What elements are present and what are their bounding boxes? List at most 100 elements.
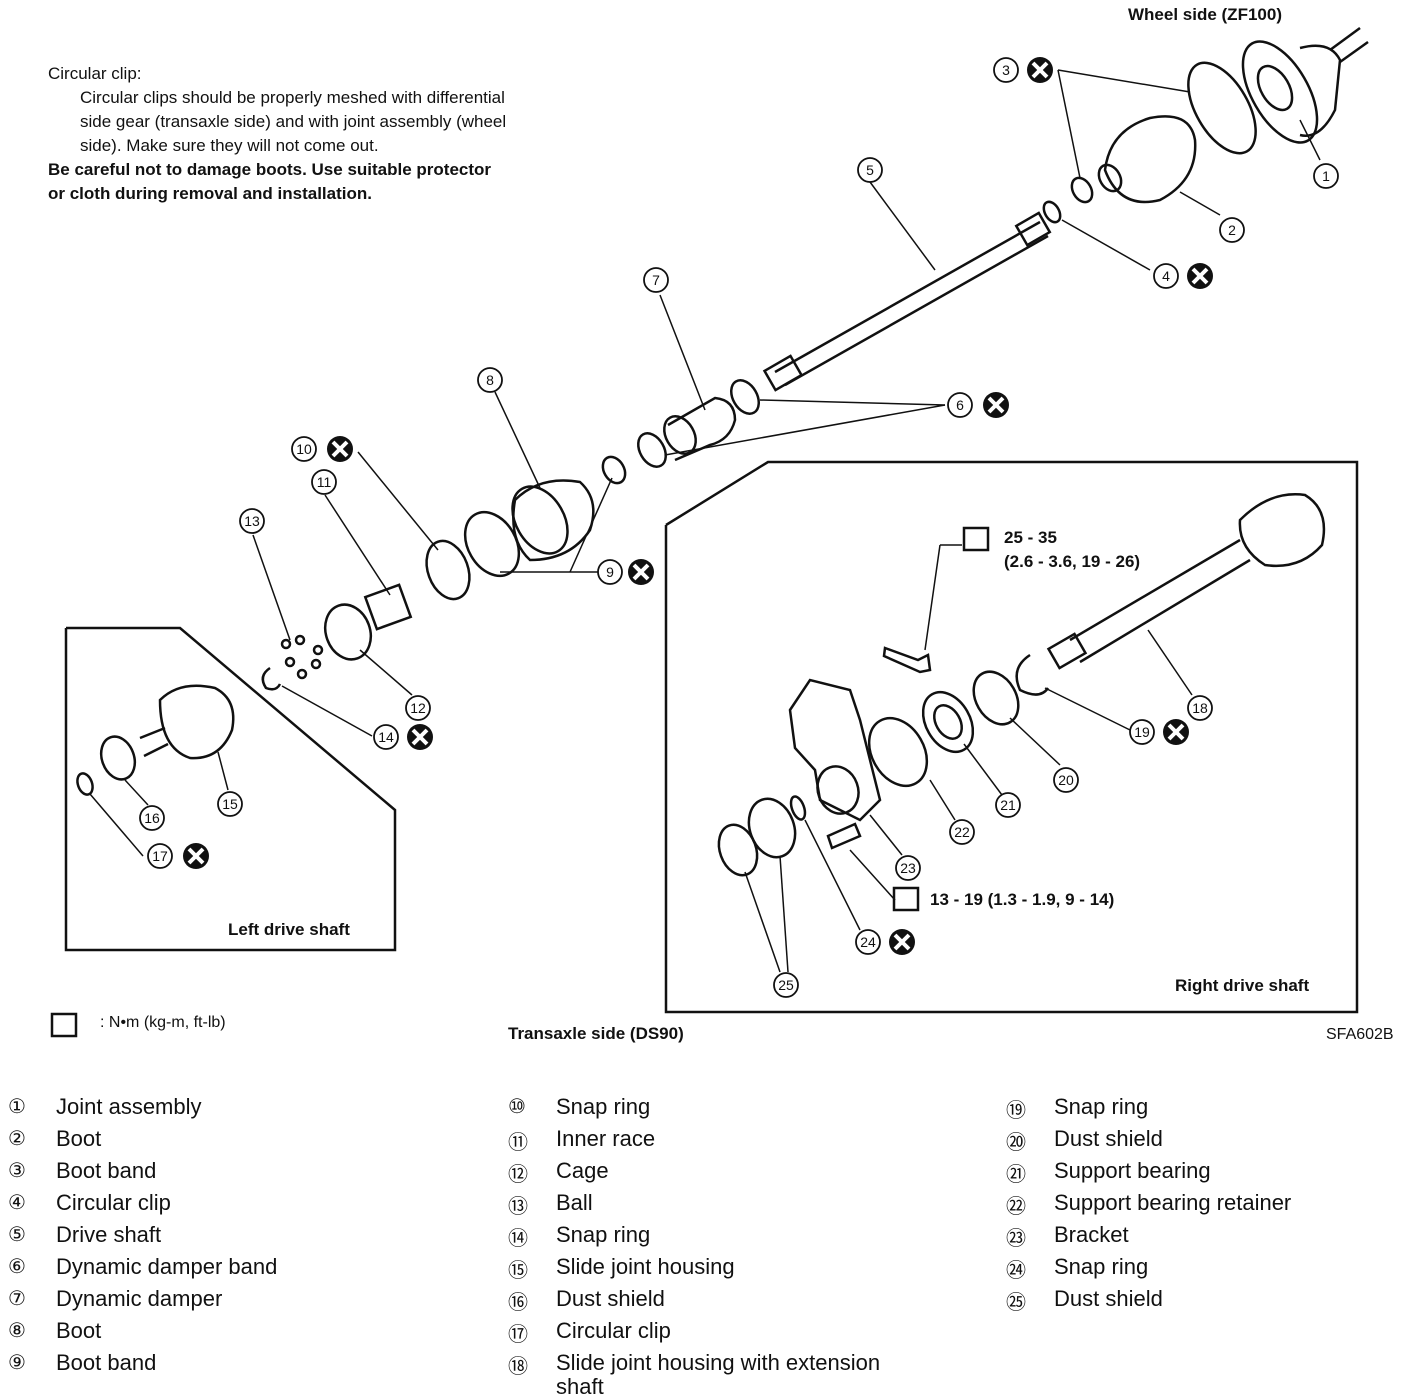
right-shaft-box xyxy=(664,460,1359,1014)
svg-text:10: 10 xyxy=(296,441,312,457)
legend-label: Dust shield xyxy=(556,1286,665,1311)
legend-label: Ball xyxy=(556,1190,593,1215)
drive-shaft-part xyxy=(762,211,1052,392)
callout-2: 2 xyxy=(1219,217,1245,243)
legend-label: Support bearing retainer xyxy=(1054,1190,1292,1215)
callout-5: 5 xyxy=(857,157,883,183)
replace-part-icon xyxy=(1163,719,1189,745)
replace-marker-group xyxy=(183,57,1213,955)
warning-line-2: or cloth during removal and installation… xyxy=(48,184,372,203)
boot-band-3-part xyxy=(1187,61,1257,155)
callout-3: 3 xyxy=(993,57,1019,83)
bracket-part xyxy=(788,678,882,822)
support-bearing-part xyxy=(921,690,975,754)
replace-part-icon xyxy=(327,436,353,462)
legend-number: ③ xyxy=(8,1160,26,1182)
replace-part-icon xyxy=(983,392,1009,418)
left-shaft-label: Left drive shaft xyxy=(228,920,350,939)
dust-shield-16-part xyxy=(99,735,137,781)
replace-part-icon xyxy=(1027,57,1053,83)
circular-clip-4-part xyxy=(1042,200,1062,224)
legend-number: ⑱ xyxy=(508,1356,528,1378)
svg-text:24: 24 xyxy=(860,934,876,950)
legend-number: ⑯ xyxy=(508,1292,528,1314)
legend-label: Slide joint housing xyxy=(556,1254,735,1279)
callout-21: 21 xyxy=(995,792,1021,818)
legend-label: Snap ring xyxy=(1054,1254,1149,1279)
svg-text:3: 3 xyxy=(1002,62,1010,78)
callout-25: 25 xyxy=(773,972,799,998)
callout-18: 18 xyxy=(1187,695,1213,721)
torque-upper-line1: 25 - 35 xyxy=(1004,528,1057,547)
snap-ring-14-part xyxy=(261,666,282,691)
replace-part-icon xyxy=(628,559,654,585)
circular-clip-note: Circular clip: Circular clips should be … xyxy=(48,62,640,206)
svg-text:8: 8 xyxy=(486,372,494,388)
bearing-retainer-part xyxy=(867,716,929,788)
svg-text:9: 9 xyxy=(606,564,614,580)
torque-icon-upper xyxy=(962,526,990,552)
figure-code: SFA602B xyxy=(1326,1026,1394,1043)
cage-part xyxy=(323,603,373,661)
legend-number: ⑤ xyxy=(8,1224,26,1246)
svg-text:7: 7 xyxy=(652,272,660,288)
legend-number: ⑰ xyxy=(508,1324,528,1346)
callout-17: 17 xyxy=(147,843,173,869)
warning-line-1: Be careful not to damage boots. Use suit… xyxy=(48,160,492,179)
legend-number: ② xyxy=(8,1128,26,1150)
note-line-1: Circular clips should be properly meshed… xyxy=(80,88,505,107)
legend-number: ⑮ xyxy=(508,1260,528,1282)
svg-text:13: 13 xyxy=(244,513,260,529)
legend-wrap-text: shaft xyxy=(556,1374,604,1399)
dust-shield-20-part xyxy=(972,670,1020,726)
callout-4: 4 xyxy=(1153,263,1179,289)
legend-number: ㉒ xyxy=(1006,1196,1026,1218)
callout-24: 24 xyxy=(855,929,881,955)
svg-text:11: 11 xyxy=(317,474,332,490)
callout-20: 20 xyxy=(1053,767,1079,793)
legend-label: Snap ring xyxy=(1054,1094,1149,1119)
dust-shield-25a-part xyxy=(747,797,797,859)
dust-shield-25b-part xyxy=(717,823,759,877)
legend-number: ⑪ xyxy=(508,1132,528,1154)
svg-text:19: 19 xyxy=(1134,724,1150,740)
legend-label: Joint assembly xyxy=(56,1094,202,1119)
legend-label: Circular clip xyxy=(56,1190,171,1215)
snap-ring-19-part xyxy=(1015,653,1050,696)
svg-text:1: 1 xyxy=(1322,168,1330,184)
replace-part-icon xyxy=(183,843,209,869)
snap-ring-10-part xyxy=(425,539,471,601)
callout-10: 10 xyxy=(291,436,317,462)
svg-text:21: 21 xyxy=(1000,797,1016,813)
joint-assembly-part xyxy=(1241,26,1369,144)
legend-number: ⑭ xyxy=(508,1228,528,1250)
left-shaft-box xyxy=(64,626,397,952)
legend-number: ⑫ xyxy=(508,1164,528,1186)
legend-number: ⑧ xyxy=(8,1320,26,1342)
callout-group: 1234567891011121314151617181920212223242… xyxy=(139,57,1339,998)
dynamic-damper-part xyxy=(663,396,737,462)
callout-23: 23 xyxy=(895,855,921,881)
callout-15: 15 xyxy=(217,791,243,817)
note-line-2: side gear (transaxle side) and with join… xyxy=(80,112,507,131)
balls-part xyxy=(280,634,324,680)
snap-ring-24-part xyxy=(789,795,807,821)
legend-number: ⑥ xyxy=(8,1256,26,1278)
svg-text:20: 20 xyxy=(1058,772,1074,788)
replace-part-icon xyxy=(889,929,915,955)
svg-text:4: 4 xyxy=(1162,268,1170,284)
legend-label: Dust shield xyxy=(1054,1126,1163,1151)
legend-label: Snap ring xyxy=(556,1222,651,1247)
svg-text:14: 14 xyxy=(378,729,394,745)
legend-number: ⑲ xyxy=(1006,1100,1026,1122)
legend-number: ⑩ xyxy=(508,1096,526,1118)
callout-8: 8 xyxy=(477,367,503,393)
legend-wrap-line: shaft xyxy=(556,1374,604,1400)
svg-text:18: 18 xyxy=(1192,700,1208,716)
torque-upper-line2: (2.6 - 3.6, 19 - 26) xyxy=(1004,552,1141,571)
legend-label: Circular clip xyxy=(556,1318,671,1343)
bolt-lower-part xyxy=(826,822,862,850)
legend-number: ㉓ xyxy=(1006,1228,1026,1250)
callout-1: 1 xyxy=(1313,163,1339,189)
damper-band-6a-part xyxy=(730,379,760,415)
